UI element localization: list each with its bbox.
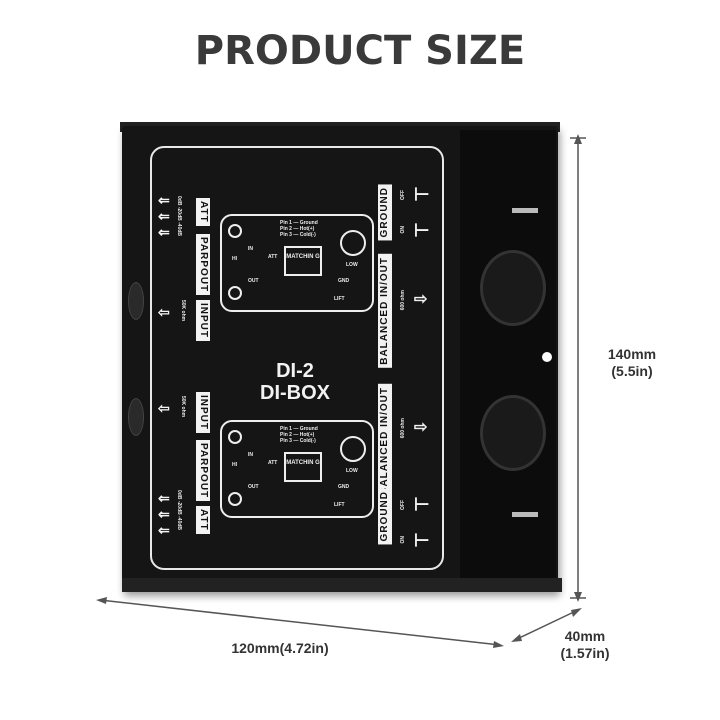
- att-levels: 0dB -20dB -40dB: [176, 196, 182, 237]
- att-tag: ATT: [196, 506, 210, 534]
- xlr-connector-top: [480, 250, 546, 326]
- gnd-label: GND: [338, 278, 350, 284]
- width-dimension-line: [99, 599, 501, 646]
- jack-icon: [228, 430, 242, 444]
- input-arrow-icon: ⇦: [158, 304, 170, 320]
- side-panel: [460, 130, 556, 590]
- height-metric: 140mm: [607, 346, 657, 362]
- bottom-flange: [122, 578, 562, 592]
- xlr-pin-icon: [340, 230, 366, 256]
- low-label: LOW: [346, 262, 358, 268]
- att-pot-label: ATT: [268, 254, 278, 260]
- parpout-tag: PARPOUT: [196, 440, 210, 502]
- input-arrow-icon: ⇦: [158, 400, 170, 416]
- input-impedance-bottom: 50K ohm: [180, 396, 186, 418]
- att-tag: ATT: [196, 198, 210, 226]
- parpout-tag: PARPOUT: [196, 234, 210, 296]
- xlr-connector-bottom: [480, 395, 546, 471]
- lift-label: LIFT: [334, 502, 345, 508]
- circuit-diagram-top: Pin 1 — Ground Pin 2 — Hot(+) Pin 3 — Co…: [220, 214, 374, 312]
- toggle-switch-bottom: [512, 512, 538, 517]
- height-label: 140mm (5.5in): [582, 346, 682, 380]
- toggle-switch-top: [512, 208, 538, 213]
- output-arrow-icon: ⇨: [414, 419, 428, 436]
- gnd-label: GND: [338, 484, 350, 490]
- front-panel: [150, 146, 444, 570]
- mount-hole: [542, 352, 552, 362]
- pin-2-label: Pin 2 — Hot(+): [280, 432, 315, 438]
- depth-label: 40mm (1.57in): [545, 628, 625, 662]
- depth-metric: 40mm: [564, 628, 606, 644]
- width-label: 120mm(4.72in): [231, 640, 329, 656]
- xlr-pin-icon: [340, 436, 366, 462]
- height-imperial: (5.5in): [611, 363, 653, 379]
- jack-left-top: [128, 282, 144, 320]
- pin-3-label: Pin 3 — Cold(-): [280, 438, 316, 444]
- att-pot-label: ATT: [268, 460, 278, 466]
- out-label: OUT: [248, 278, 259, 284]
- pin-1-label: Pin 1 — Ground: [280, 220, 318, 226]
- output-arrow-icon: ⇨: [414, 291, 428, 308]
- pin-3-label: Pin 3 — Cold(-): [280, 232, 316, 238]
- pin-1-label: Pin 1 — Ground: [280, 426, 318, 432]
- input-tag: INPUT: [196, 300, 210, 341]
- circuit-diagram-bottom: Pin 1 — Ground Pin 2 — Hot(+) Pin 3 — Co…: [220, 420, 374, 518]
- lift-label: LIFT: [334, 296, 345, 302]
- in-label: IN: [248, 452, 253, 458]
- jack-icon: [228, 492, 242, 506]
- input-impedance-top: 50K ohm: [180, 300, 186, 322]
- model-label: DI-2: [276, 360, 314, 382]
- page-title: PRODUCT SIZE: [194, 28, 526, 74]
- jack-icon: [228, 286, 242, 300]
- out-label: OUT: [248, 484, 259, 490]
- depth-imperial: (1.57in): [560, 645, 610, 661]
- hi-label: HI: [232, 462, 237, 468]
- jack-left-bottom: [128, 398, 144, 436]
- matching-block: MATCHIN G: [284, 246, 322, 276]
- jack-icon: [228, 224, 242, 238]
- hi-label: HI: [232, 256, 237, 262]
- in-label: IN: [248, 246, 253, 252]
- matching-block: MATCHIN G: [284, 452, 322, 482]
- att-arrows-icon: ⇐⇐⇐: [158, 192, 170, 240]
- depth-dimension-line: [514, 609, 579, 641]
- att-levels: 0dB -20dB -40dB: [176, 490, 182, 531]
- input-tag: INPUT: [196, 392, 210, 433]
- product-name-label: DI-BOX: [260, 382, 330, 404]
- pin-2-label: Pin 2 — Hot(+): [280, 226, 315, 232]
- low-label: LOW: [346, 468, 358, 474]
- att-arrows-icon: ⇐⇐⇐: [158, 490, 170, 538]
